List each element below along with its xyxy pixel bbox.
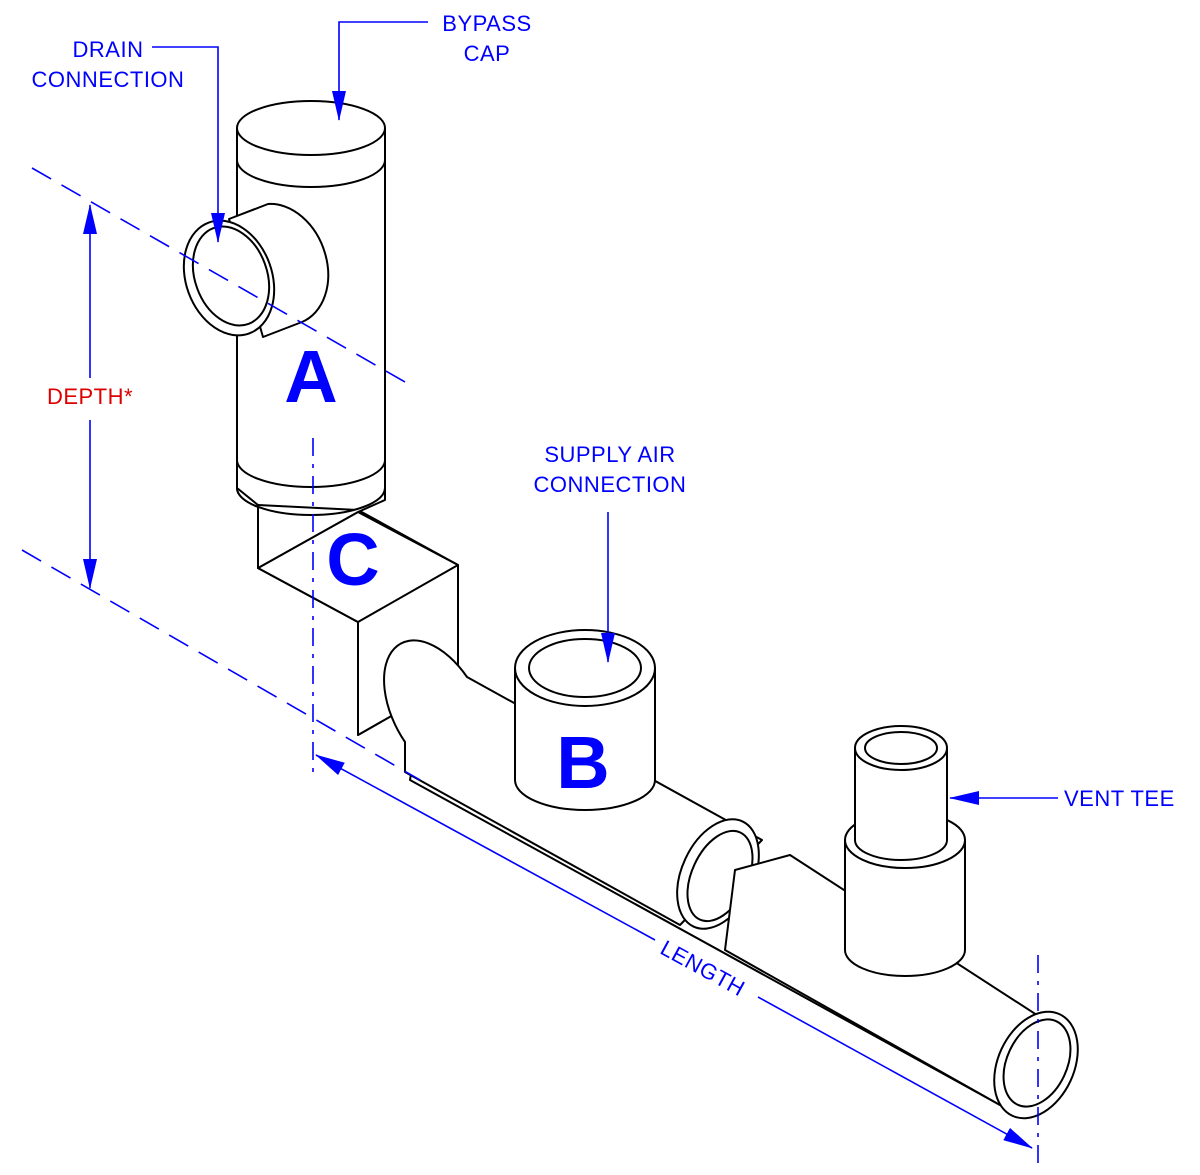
component-c-label: C	[326, 518, 379, 601]
bypass-leader	[332, 21, 428, 121]
depth-reference-lines	[21, 167, 421, 781]
drain-connection-stub	[182, 202, 330, 338]
pipe-end	[993, 1010, 1079, 1120]
bypass-cap-label-line1: BYPASS	[442, 11, 531, 36]
component-b-label: B	[556, 721, 609, 804]
length-dimension	[312, 438, 1039, 1165]
component-a-label: A	[284, 335, 337, 418]
depth-label: DEPTH*	[47, 384, 133, 409]
component-b-supply-tee	[383, 629, 763, 926]
drain-leader	[152, 46, 225, 243]
drain-connection-label-line1: DRAIN	[73, 37, 144, 62]
bypass-cap-label-line2: CAP	[464, 41, 511, 66]
supply-air-label-line2: CONNECTION	[534, 472, 687, 497]
supply-air-label-line1: SUPPLY AIR	[544, 442, 675, 467]
drain-connection-label-line2: CONNECTION	[32, 67, 185, 92]
vent-tee-label: VENT TEE	[1064, 786, 1175, 811]
